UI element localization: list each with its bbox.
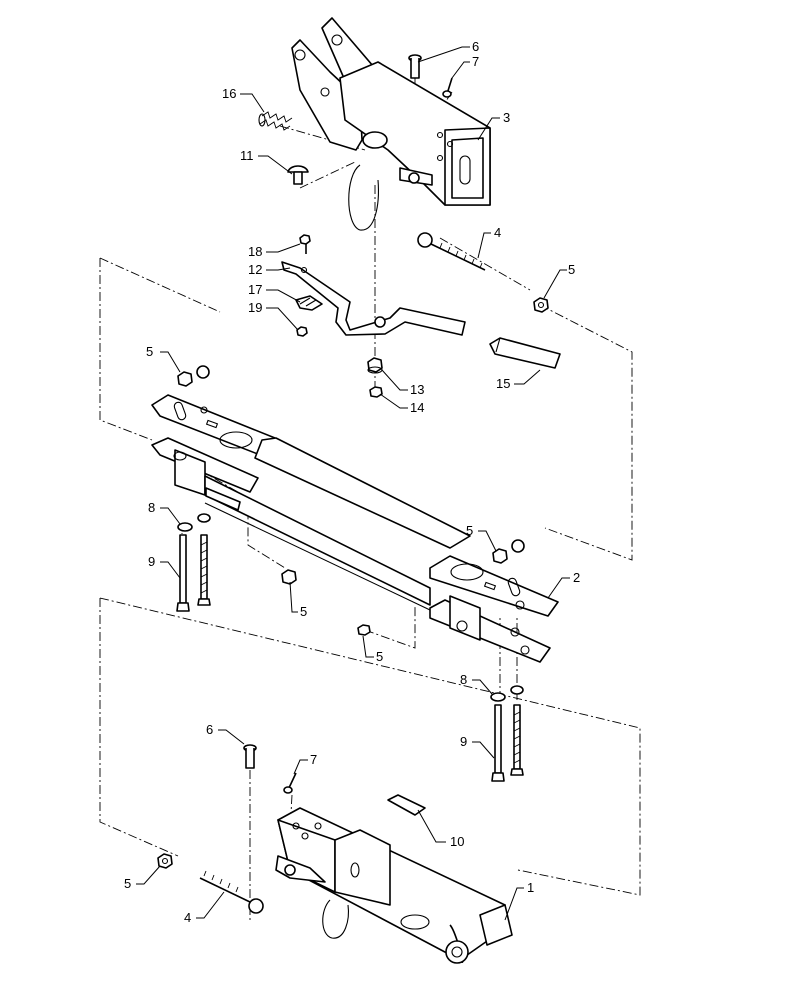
callout-3: 3 [503, 110, 510, 125]
part-17-bracket [295, 295, 323, 311]
callout-5-upper-right: 5 [568, 262, 575, 277]
part-5-nut-right-top [492, 539, 525, 564]
callout-2: 2 [573, 570, 580, 585]
callout-15: 15 [496, 376, 510, 391]
callout-10: 10 [450, 834, 464, 849]
part-9-bolt-left [176, 534, 211, 612]
callout-11: 11 [240, 148, 254, 163]
callout-5-right-top: 5 [466, 523, 473, 538]
callout-labels: 6 7 16 3 11 4 18 12 5 17 19 5 13 15 14 8… [124, 39, 580, 925]
part-10-decal [387, 794, 426, 816]
part-5-nut-left-top [177, 365, 210, 387]
callout-14: 14 [410, 400, 424, 415]
callout-9-left: 9 [148, 554, 155, 569]
callout-5-bottom: 5 [124, 876, 131, 891]
part-4-eyebolt-lower [199, 870, 264, 914]
callout-5-mid: 5 [300, 604, 307, 619]
part-12-latch-lever [281, 261, 466, 336]
callout-12: 12 [248, 262, 262, 277]
part-9-bolt-right [491, 704, 524, 782]
callout-7-upper: 7 [472, 54, 479, 69]
callout-16: 16 [222, 86, 236, 101]
part-5-nut-upper [533, 297, 549, 313]
part-19-nut [296, 326, 308, 337]
part-8-washer-left [177, 513, 211, 532]
callout-5-lower: 5 [376, 649, 383, 664]
callout-6-upper: 6 [472, 39, 479, 54]
part-6-pin-upper [408, 54, 422, 79]
part-14-nut [369, 386, 383, 398]
callout-19: 19 [248, 300, 262, 315]
part-16-spring [258, 111, 293, 131]
part-2-drawbar-frame [151, 394, 559, 663]
part-11-carriage-bolt [287, 165, 309, 185]
callout-8-right: 8 [460, 672, 467, 687]
part-7-clip-lower [283, 772, 297, 794]
part-5-nut-bottom [157, 853, 173, 869]
part-5-nut-lower [357, 624, 371, 636]
part-15-handle-grip [489, 337, 561, 369]
callout-4-upper: 4 [494, 225, 501, 240]
callout-4-lower: 4 [184, 910, 191, 925]
part-8-washer-right [490, 685, 524, 702]
part-5-nut-mid [281, 569, 297, 585]
callout-13: 13 [410, 382, 424, 397]
part-4-eyebolt-upper [417, 232, 486, 271]
callout-5-left-top: 5 [146, 344, 153, 359]
part-13-flange-nut [367, 357, 383, 374]
callout-9-right: 9 [460, 734, 467, 749]
callout-1: 1 [527, 880, 534, 895]
part-1-drawbar [275, 807, 513, 964]
part-7-clip-upper [442, 77, 453, 98]
part-3-hitch-bracket [291, 17, 491, 231]
part-18-screw [299, 234, 311, 254]
callout-leaders [136, 46, 570, 921]
callout-8-left: 8 [148, 500, 155, 515]
callout-6-lower: 6 [206, 722, 213, 737]
callout-7-lower: 7 [310, 752, 317, 767]
part-6-pin-lower [243, 744, 257, 769]
callout-18: 18 [248, 244, 262, 259]
callout-17: 17 [248, 282, 262, 297]
